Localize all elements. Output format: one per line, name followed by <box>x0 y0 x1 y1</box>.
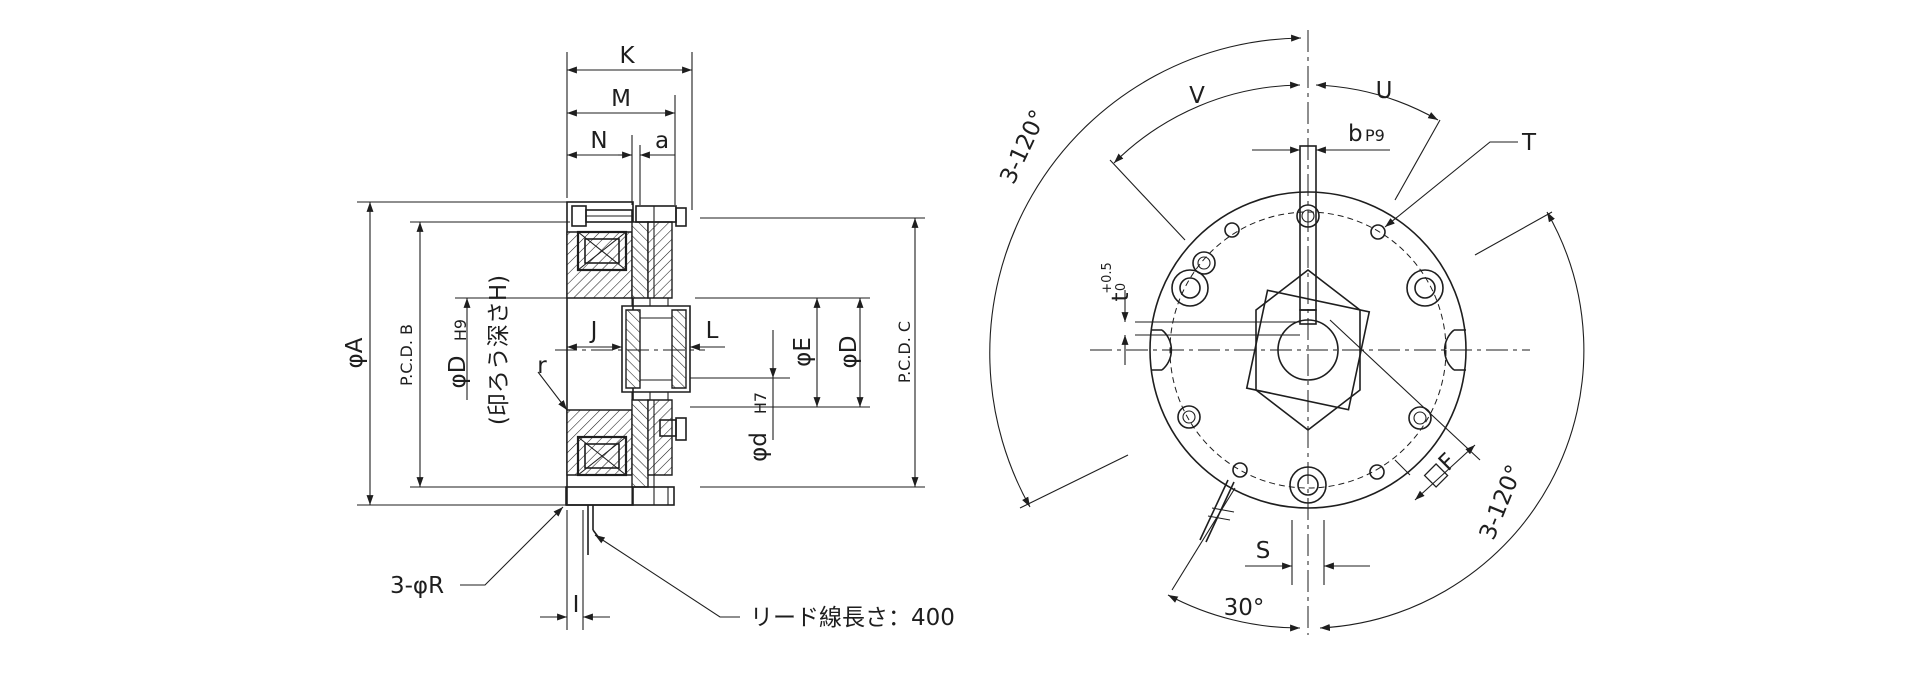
angle-3x120-top-left: 3-120° <box>995 106 1052 188</box>
dim-sqF-label: □F <box>1418 448 1461 491</box>
dim-L-label: L <box>706 318 719 344</box>
dim-t-tol-zero: 0 <box>1114 283 1129 291</box>
dim-b-label: b <box>1348 121 1363 147</box>
dim-phiE-label: φE <box>790 337 816 367</box>
dim-S-label: S <box>1256 538 1271 564</box>
dim-a-label: a <box>655 128 669 154</box>
callout-3phiR: 3-φR <box>390 573 444 599</box>
dim-U-label: U <box>1376 78 1393 104</box>
dim-V-label: V <box>1189 83 1205 109</box>
dim-phid-label: φd <box>746 432 772 462</box>
side-view: K M N a φA P.C.D. B φD H9 (印ろう深さH) r <box>342 43 955 631</box>
dim-P9-tol: P9 <box>1365 126 1385 145</box>
callout-lead-length: リード線長さ：400 <box>750 605 955 631</box>
angle-3x120-bottom-right: 3-120° <box>1475 461 1528 543</box>
bolt-hexes <box>1177 204 1432 480</box>
dim-H9-tol: H9 <box>451 319 470 341</box>
front-view: □F b P9 T t +0.5 0 S V U 3-120° 3-120° 3… <box>989 30 1585 635</box>
angle-30: 30° <box>1224 595 1265 621</box>
dim-r-label: r <box>537 353 547 379</box>
dim-phiDH9-label: φD <box>445 356 471 389</box>
dim-phiA-label: φA <box>342 337 368 368</box>
dim-K-label: K <box>619 43 635 69</box>
dim-H7-tol: H7 <box>751 392 770 414</box>
dim-M-label: M <box>611 86 631 112</box>
note-depth: (印ろう深さH) <box>486 275 512 425</box>
dim-phiD-label: φD <box>836 336 862 369</box>
dim-t-tol-plus: +0.5 <box>1100 262 1115 294</box>
dim-J-label: J <box>589 318 598 344</box>
dim-pcdC-label: P.C.D. C <box>895 321 914 383</box>
dim-t-label: t <box>1108 292 1134 301</box>
dim-pcdB-label: P.C.D. B <box>397 324 416 386</box>
dim-N-label: N <box>590 128 607 154</box>
dim-I-label: I <box>573 592 580 618</box>
callout-T: T <box>1521 130 1537 156</box>
